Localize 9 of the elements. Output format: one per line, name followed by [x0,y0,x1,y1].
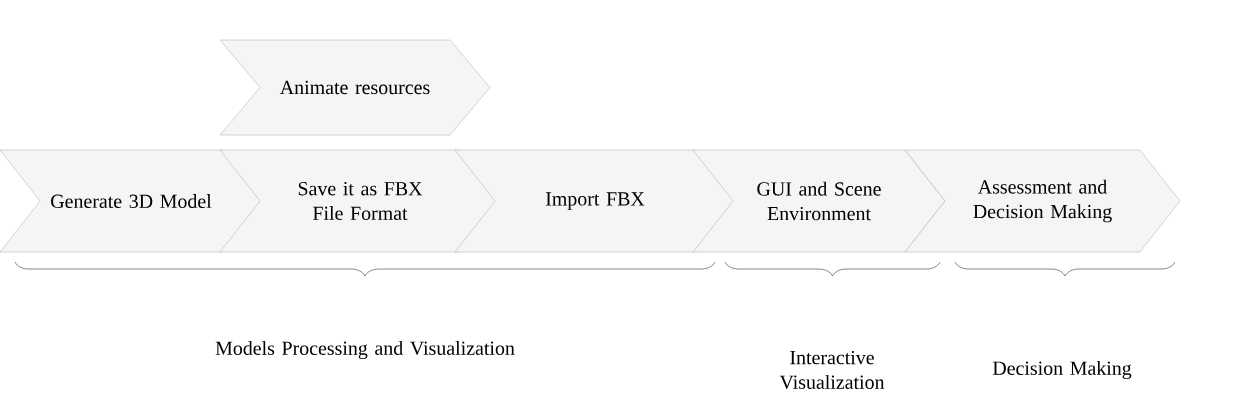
chevron-box: Generate 3D Model [0,149,263,253]
group-label: Interactive Visualization [779,350,885,390]
chevron-box: GUI and Scene Environment [692,149,946,253]
group-label: Models Processing and Visualization [215,340,515,360]
chevron-box: Import FBX [454,149,736,253]
chevron-box: Animate resources [219,39,491,136]
group-label: Decision Making [992,360,1132,380]
chevron-box: Save it as FBX File Format [219,149,501,253]
chevron-box: Assessment and Decision Making [904,149,1181,253]
